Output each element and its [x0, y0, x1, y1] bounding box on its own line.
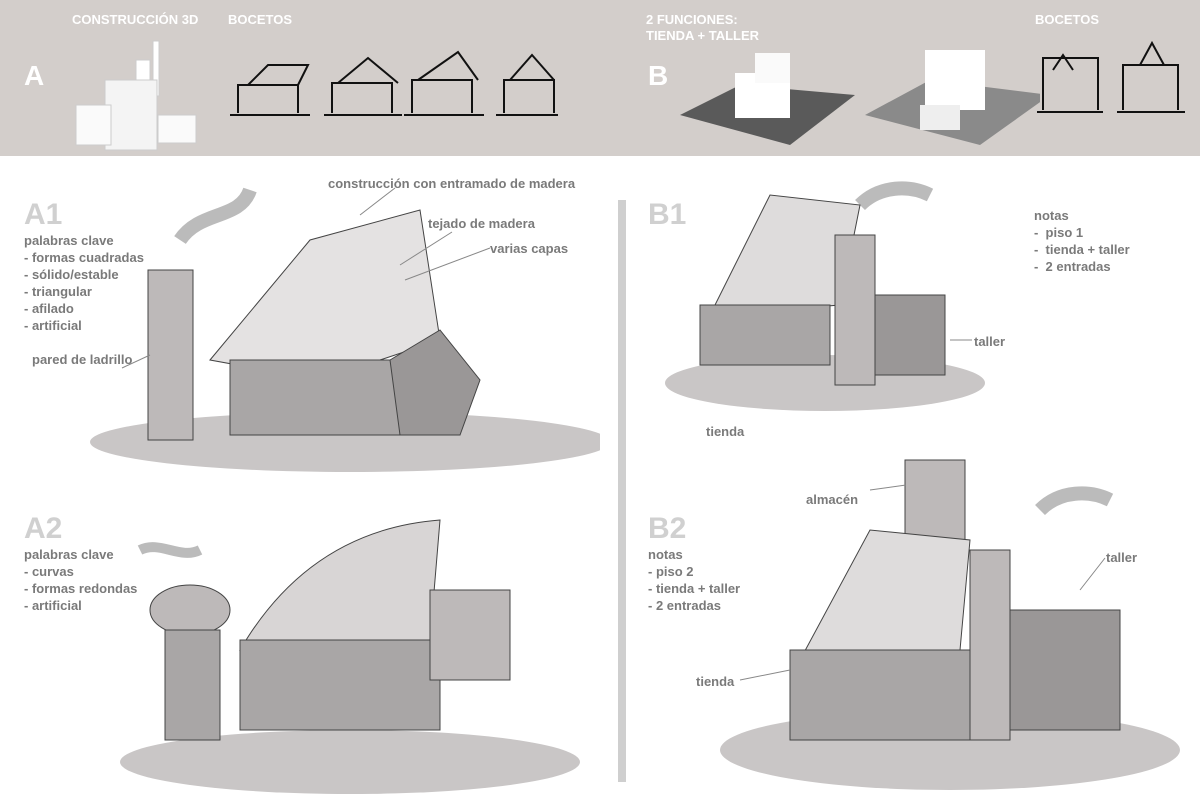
a2-title: A2 — [24, 512, 63, 545]
functions-label-2: TIENDA + TALLER — [646, 28, 760, 43]
label-wood-roof: tejado de madera — [428, 216, 535, 231]
b2-title: B2 — [648, 512, 687, 545]
b1-notes: notas - piso 1 - tienda + taller - 2 ent… — [1034, 208, 1130, 274]
sketches-a-label: BOCETOS — [228, 12, 293, 27]
house-b1-illustration — [665, 181, 985, 411]
label-b2-workshop: taller — [1106, 550, 1138, 565]
house-a2-illustration — [120, 519, 580, 794]
functions-label-1: 2 FUNCIONES: — [646, 12, 738, 27]
sketches-b-label: BOCETOS — [1035, 12, 1100, 27]
label-b1-shop: tienda — [706, 424, 745, 439]
a1-notes: palabras clave - formas cuadradas - sóli… — [24, 233, 144, 333]
block-model-a — [75, 40, 197, 151]
label-brick-wall: pared de ladrillo — [32, 352, 133, 367]
column-divider — [618, 200, 626, 782]
label-b1-workshop: taller — [974, 334, 1006, 349]
block-model-b — [680, 50, 1040, 145]
section-b-letter: B — [648, 60, 669, 91]
sketch-thumbnails-b — [1037, 40, 1185, 113]
a2-notes: palabras clave - curvas - formas redonda… — [24, 547, 138, 613]
b2-notes: notas - piso 2 - tienda + taller - 2 ent… — [648, 547, 741, 613]
sketch-thumbnails-a — [230, 50, 558, 116]
house-b2-illustration — [720, 459, 1180, 790]
label-b2-storage: almacén — [806, 492, 859, 507]
section-a-letter: A — [24, 60, 45, 91]
label-b2-shop: tienda — [696, 674, 735, 689]
a1-title: A1 — [24, 198, 63, 231]
b1-title: B1 — [648, 198, 687, 231]
construction-3d-label: CONSTRUCCIÓN 3D — [72, 12, 199, 27]
house-a1-illustration — [90, 187, 600, 472]
label-timber-frame: construcción con entramado de madera — [328, 176, 576, 191]
label-layers: varias capas — [490, 241, 569, 256]
